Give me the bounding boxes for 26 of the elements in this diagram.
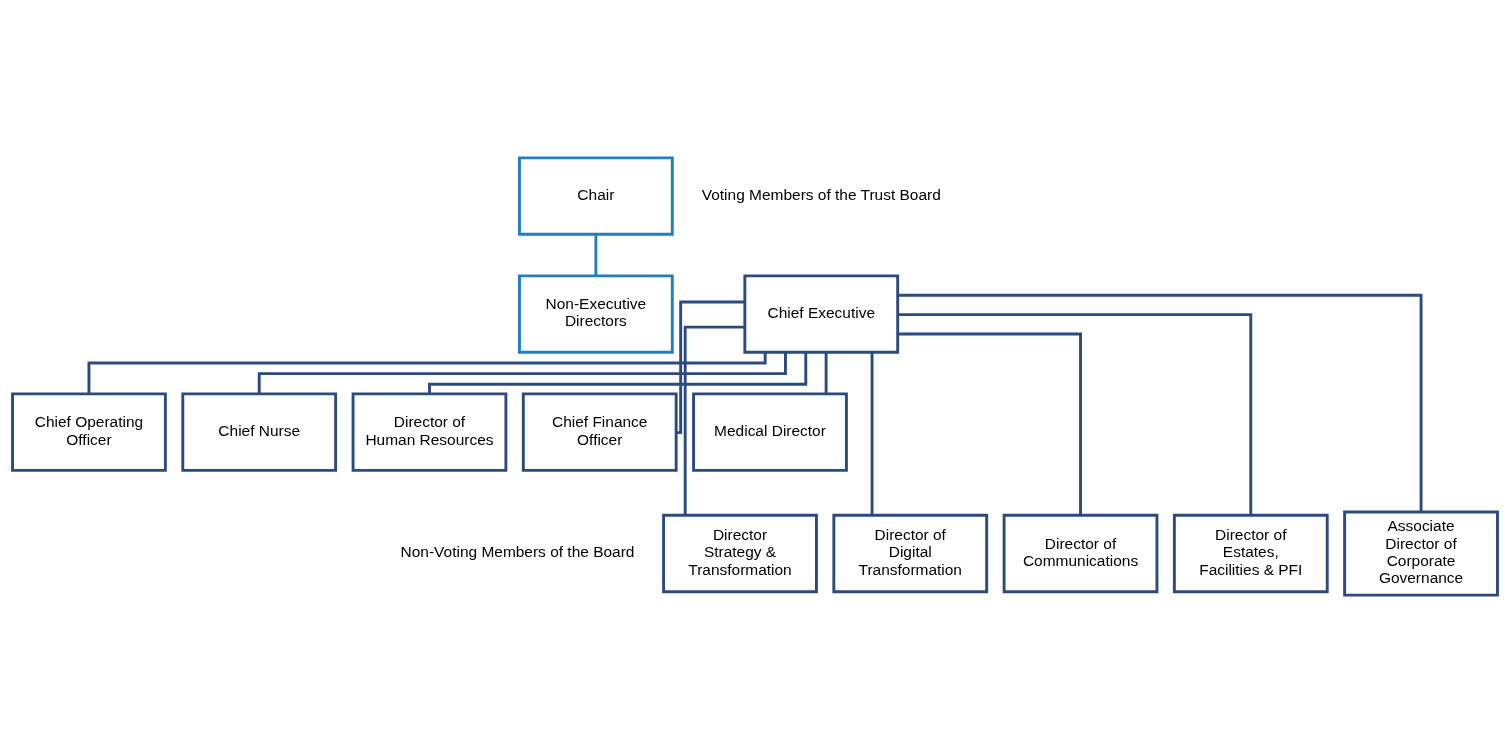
node-box: Director of Digital Transformation xyxy=(832,513,989,593)
node-box: Director Strategy & Transformation xyxy=(662,513,818,593)
connector xyxy=(257,351,787,394)
label: Non-Voting Members of the Board xyxy=(400,542,635,560)
node-box: Non-Executive Directors xyxy=(518,273,674,354)
label: Voting Members of the Trust Board xyxy=(701,185,941,203)
connector xyxy=(676,300,745,434)
node-box: Chief Finance Officer xyxy=(521,391,678,472)
connector xyxy=(870,352,874,515)
connector xyxy=(897,312,1253,515)
connector xyxy=(594,233,598,276)
node-box: Chief Nurse xyxy=(181,391,338,472)
node-box: Medical Director xyxy=(692,391,848,472)
connector xyxy=(87,352,767,394)
connector xyxy=(683,325,745,515)
node-box: Chair xyxy=(518,155,674,236)
node-box: Chief Executive xyxy=(743,273,900,354)
connector xyxy=(824,351,828,394)
connector xyxy=(897,293,1423,512)
node-box: Director of Human Resources xyxy=(351,391,508,472)
node-box: Director of Communications xyxy=(1002,513,1159,593)
connector xyxy=(428,351,808,393)
node-box: Chief Operating Officer xyxy=(11,391,167,472)
connector xyxy=(898,332,1082,515)
node-box: Director of Estates, Facilities & PFI xyxy=(1172,513,1329,593)
node-box: Associate Director of Corporate Governance xyxy=(1343,510,1499,597)
